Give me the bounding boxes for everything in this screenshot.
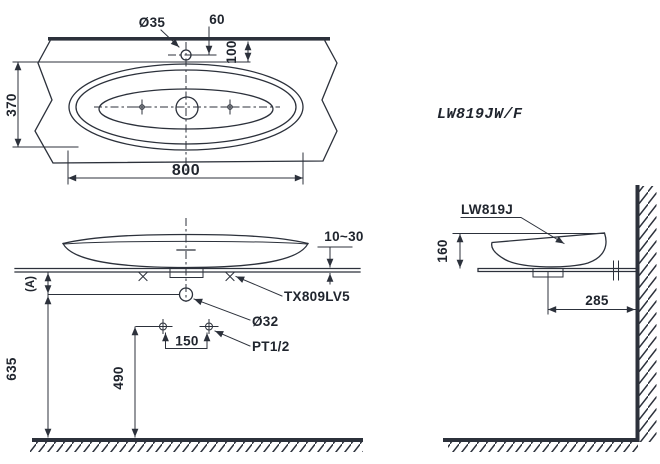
floor-hatch-front: [30, 442, 363, 452]
side-view: LW819J 160 285: [435, 185, 657, 452]
drain-leader: [193, 298, 251, 321]
basin-profile-side: [491, 232, 607, 268]
product-code-label: LW819JW/F: [437, 106, 523, 123]
faucet-model-leader: [235, 275, 283, 297]
wall-hatch-side: [639, 186, 657, 442]
wall-section-line: [48, 37, 330, 41]
counter-break-ticks: [613, 260, 619, 281]
counter-side: [477, 267, 637, 273]
dim-counter-to-drain: (A): [25, 276, 37, 292]
dim-faucet-hole-diameter: Ø35: [139, 15, 166, 30]
supply-thread-label: PT1/2: [252, 339, 290, 354]
dim-counter-thickness: 10~30: [324, 229, 363, 244]
drain-diameter-label: Ø32: [252, 314, 278, 329]
dimline-thickness-top: [317, 246, 353, 267]
drain-hole-plan: [175, 96, 199, 120]
basin-model-label: LW819J: [461, 202, 513, 217]
counter-break-outline: [34, 40, 338, 164]
front-view: 10~30 TX809LV5 (A) 635 490 150 Ø32 PT1/2: [4, 218, 363, 452]
wall-line-side: [635, 185, 640, 442]
fixing-mark-left: [138, 271, 148, 282]
dim-basin-depth: 370: [4, 93, 19, 116]
dim-faucet-hole-offset: 60: [209, 12, 225, 27]
supply-leader: [214, 330, 251, 347]
dim-supply-spacing: 150: [175, 334, 198, 349]
dim-basin-width: 800: [172, 162, 200, 179]
basin-model-leader: [460, 217, 565, 245]
dim-drain-height: 635: [4, 357, 19, 381]
drain-recess-front: [169, 268, 204, 278]
floor-hatch-side: [448, 442, 638, 452]
faucet-model-label: TX809LV5: [284, 289, 350, 304]
plan-view: Ø35 60 100 370 800: [4, 12, 338, 185]
supply-point-right: [199, 319, 219, 334]
floor-line-side: [443, 438, 640, 442]
dim-basin-height: 160: [435, 239, 450, 262]
floor-line-front: [32, 438, 363, 442]
dim-supply-height: 490: [111, 366, 126, 389]
dim-rim-to-wall: 100: [224, 40, 239, 63]
faucet-hole-leader: [160, 29, 180, 48]
fixing-mark-right: [225, 271, 235, 282]
dim-center-to-wall: 285: [585, 293, 609, 308]
